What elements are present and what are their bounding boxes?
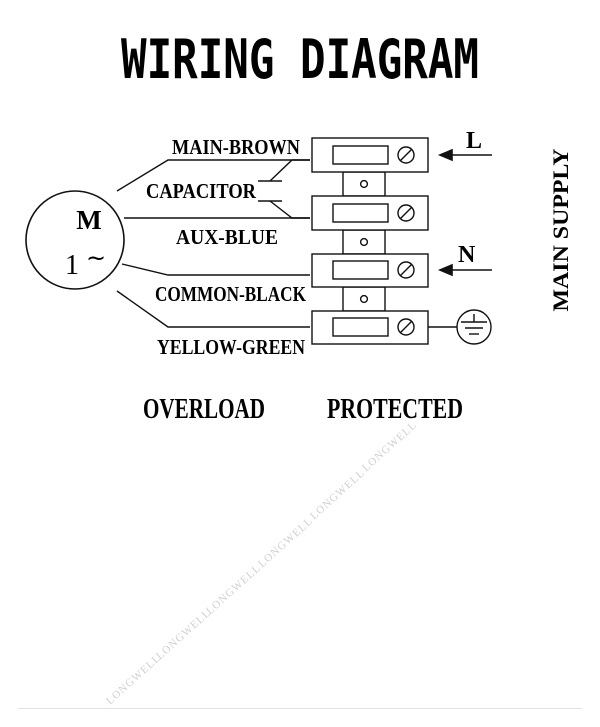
link-hole-2 [359,237,369,247]
watermark: LONGWELL LONGWELL LONGWELL LONGWELL LONG… [104,419,419,707]
motor-symbol [25,190,125,290]
live-arrow-head-icon [437,148,453,162]
screw-icon-2 [397,204,415,222]
terminal-2-slot [332,203,389,223]
earth-icon [456,309,492,345]
watermark-text-3: LONGWELL [204,562,263,617]
watermark-text-4: LONGWELL [256,515,315,570]
watermark-text-6: LONGWELL [360,419,419,474]
supply-live-label: L [466,128,482,154]
bottom-divider [18,708,582,709]
link-hole-1 [359,179,369,189]
terminal-3-slot [332,260,389,280]
screw-icon-3 [397,261,415,279]
watermark-text-1: LONGWELL [104,652,163,707]
footer-overload: OVERLOAD [143,394,265,425]
label-capacitor: CAPACITOR [146,179,257,203]
terminal-block [311,137,429,345]
footer-protected: PROTECTED [327,394,463,425]
link-hole-3 [359,294,369,304]
page-title: WIRING DIAGRAM [121,28,479,91]
label-main-brown: MAIN-BROWN [172,135,300,159]
label-yellow-green: YELLOW-GREEN [157,335,305,359]
wire-common-black [121,263,310,276]
watermark-text-2: LONGWELL [154,607,213,662]
terminal-4-slot [332,317,389,337]
capacitor-lead-top [269,159,310,182]
supply-neutral-label: N [458,242,476,268]
neutral-arrow-head-icon [437,263,453,277]
terminal-screws [397,146,415,336]
supply-arrows [428,148,492,328]
label-aux-blue: AUX-BLUE [176,225,278,249]
label-common-black: COMMON-BLACK [155,282,307,306]
motor-ac-symbol: ~ [86,244,106,272]
wire-main-brown [116,159,310,192]
main-supply-label: MAIN SUPPLY [548,148,573,311]
wire-yellow-green [116,290,310,328]
motor-phase: 1 [65,250,79,281]
terminal-1-slot [332,145,389,165]
motor-label: M [76,205,101,235]
motor-circle [25,190,125,290]
wires [116,159,310,328]
capacitor-lead-bottom [269,200,310,219]
screw-icon-1 [397,146,415,164]
screw-icon-4 [397,318,415,336]
watermark-text-5: LONGWELL [308,467,367,522]
